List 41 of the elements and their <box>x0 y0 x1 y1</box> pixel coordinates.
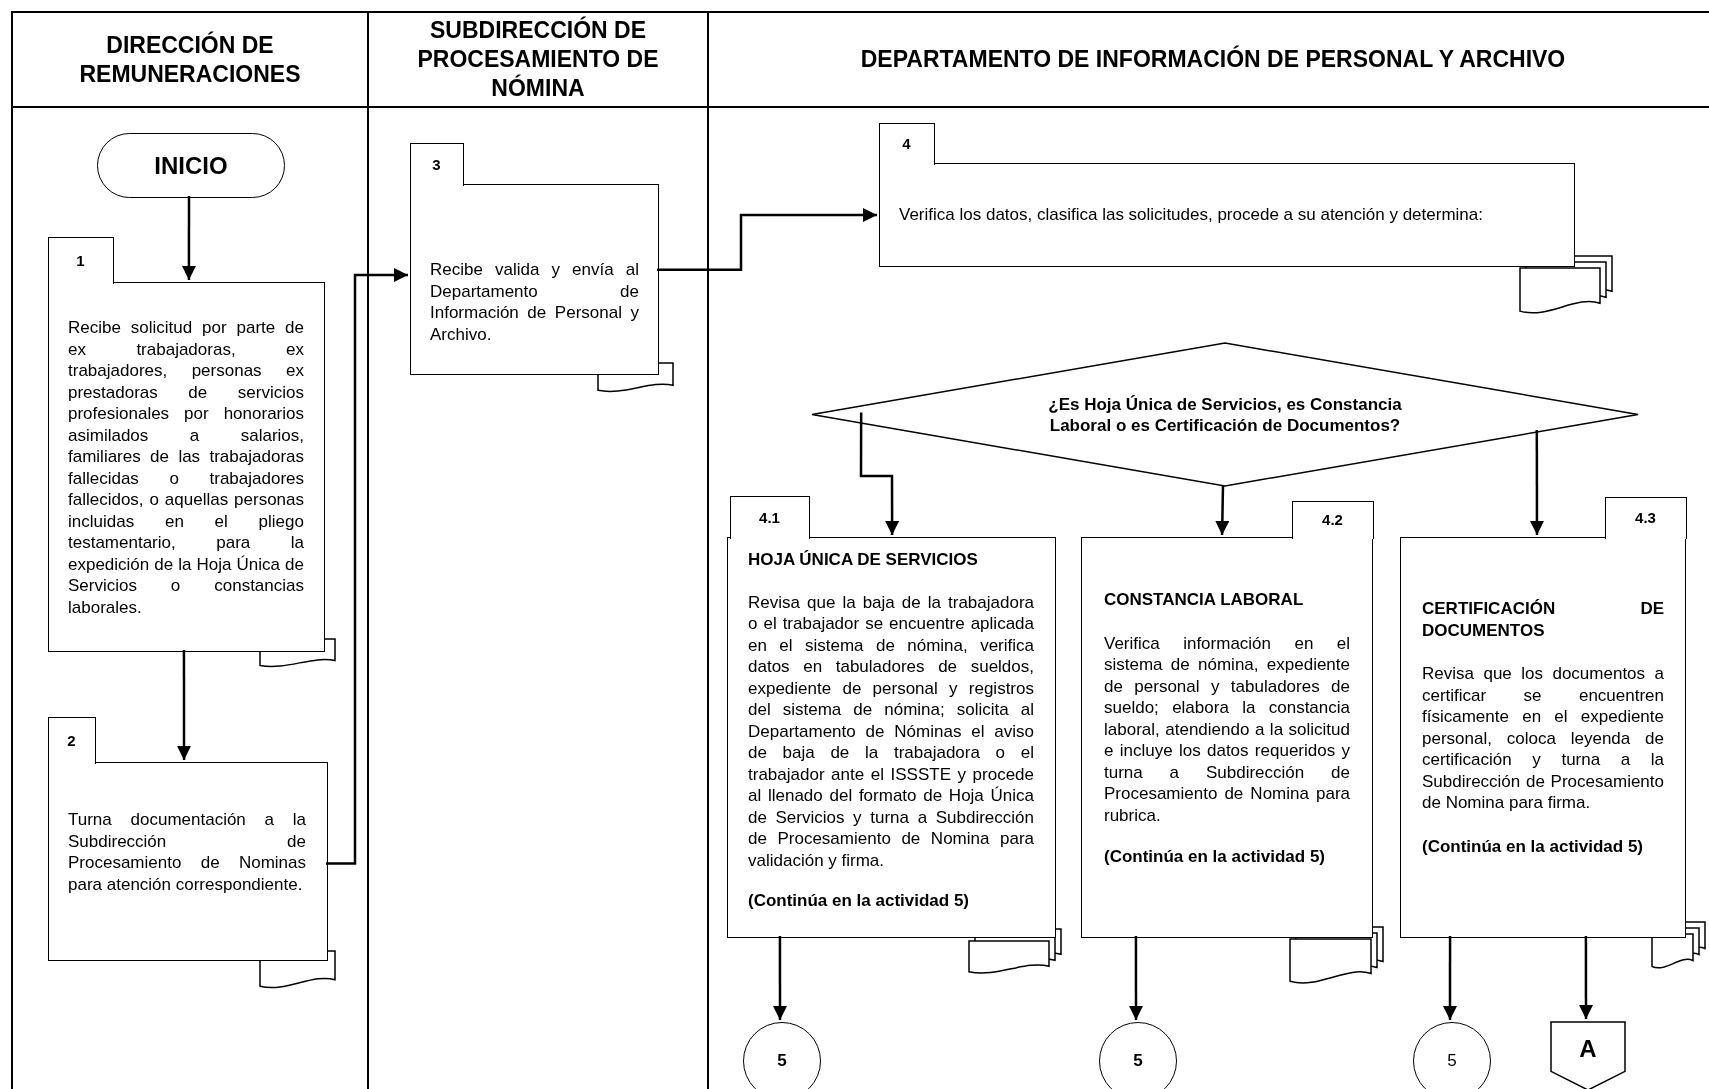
off-page-connector: A <box>1550 1021 1626 1089</box>
step-number-tab: 4 <box>878 123 935 165</box>
step-text: Verifica información en el sistema de nómina, expediente de personal y tabuladores de sueldo; elabora la constancia laboral, atendiendo a la solicitud e incluye los datos requeridos y turna a Subdirección de Procesamiento de Nomina para rubrica. <box>1104 632 1350 826</box>
continuation-note: (Continúa en la actividad 5) <box>748 890 971 912</box>
step-text: Revisa que la baja de la trabajadora o el trabajador se encuentre aplicada en el sistema de nómina, verifica datos en tabuladores de sueldos, expediente de personal y registros del sistema de nómina; solicita al Departamento de Nóminas el aviso de baja de la trabajadora o el trabajador ante el ISSSTE y procede al llenado del formato de Hoja Única de Servicios y turna a Subdirección de Procesamiento de Nomina para validación y firma. <box>748 591 1034 871</box>
step-number-tab: 4.1 <box>729 496 810 539</box>
decision-diamond <box>811 342 1639 487</box>
arrow <box>1529 429 1544 535</box>
step-number-tab: 1 <box>47 237 114 284</box>
step-text: Turna documentación a la Subdirección de Procesamiento de Nominas para atención correspondiente. <box>68 809 306 895</box>
arrow <box>859 412 900 535</box>
lane-title: DIRECCIÓN DE REMUNERACIONES <box>78 30 302 89</box>
arrow <box>1129 936 1143 1020</box>
step-text: Verifica los datos, clasifica las solicitudes, procede a su atención y determina: <box>899 204 1484 226</box>
step-number-tab: 3 <box>409 143 464 186</box>
arrow <box>657 208 877 272</box>
continuation-note: (Continúa en la actividad 5) <box>1422 835 1645 857</box>
step-title: CERTIFICACIÓN DE DOCUMENTOS <box>1422 598 1664 641</box>
lane-title: DEPARTAMENTO DE INFORMACIÓN DE PERSONAL Y ARCHIVO <box>860 45 1566 74</box>
arrow <box>326 268 408 865</box>
step-text: Recibe solicitud por parte de ex trabajadoras, ex trabajadores, personas ex prestadoras de servicios profesionales por honorarios asimilados a salarios, familiares de las trabajadoras fallecidas o trabajadores fallecidos, o aquellas personas incluidas en el pliego testamentario, para la expedición de la Hoja Única de Servicios o constancias laborales. <box>68 317 304 618</box>
step-text: Revisa que los documentos a certificar se encuentren físicamente en el expediente personal, coloca leyenda de certificación y turna a la Subdirección de Procesamiento de Nomina para firma. <box>1422 663 1664 814</box>
terminator-label: INICIO <box>154 150 228 181</box>
continuation-note: (Continúa en la actividad 5) <box>1104 846 1327 868</box>
step-title: HOJA ÚNICA DE SERVICIOS <box>748 549 979 571</box>
step-number-tab: 4.2 <box>1291 501 1374 539</box>
arrow <box>181 196 196 280</box>
arrow <box>1215 484 1230 536</box>
arrow <box>773 936 787 1020</box>
step-text: Recibe valida y envía al Departamento de Información de Personal y Archivo. <box>430 259 639 345</box>
swimlane <box>11 11 367 1089</box>
step-number-tab: 4.3 <box>1604 497 1687 539</box>
arrow <box>1579 936 1593 1019</box>
step-title: CONSTANCIA LABORAL <box>1104 589 1305 611</box>
swimlane <box>367 11 707 1089</box>
step-number-tab: 2 <box>47 717 96 764</box>
decision-text: ¿Es Hoja Única de Servicios, es Constancia Laboral o es Certificación de Documentos? <box>1047 393 1403 436</box>
lane-title: SUBDIRECCIÓN DE PROCESAMIENTO DE NÓMINA <box>416 16 660 103</box>
swimlane <box>707 11 1709 1089</box>
arrow <box>177 650 192 760</box>
arrow <box>1443 936 1457 1020</box>
